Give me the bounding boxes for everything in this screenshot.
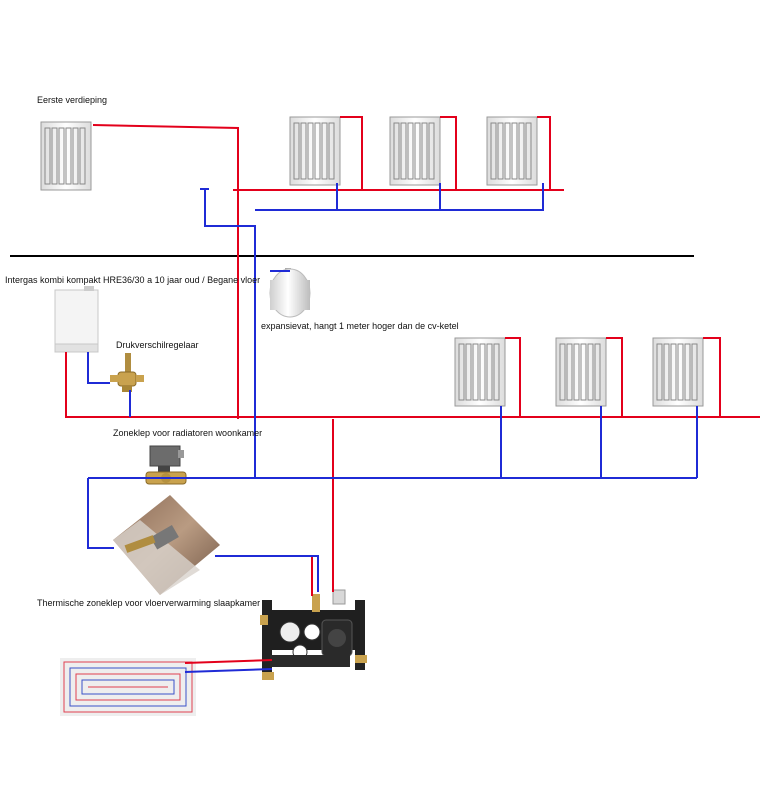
radiator-icon xyxy=(40,121,92,191)
radiator-icon xyxy=(389,116,441,186)
pressure-valve-label: Drukverschilregelaar xyxy=(116,340,199,350)
expansion-vessel-icon xyxy=(269,268,311,318)
return-pipes xyxy=(87,183,698,673)
expansion-vessel-label: expansievat, hangt 1 meter hoger dan de … xyxy=(261,321,459,331)
first-floor-label: Eerste verdieping xyxy=(37,95,108,105)
zone-valve-label: Zoneklep voor radiatoren woonkamer xyxy=(113,428,263,438)
thermal-valve-photo xyxy=(113,495,220,595)
radiator-icon xyxy=(454,337,506,407)
supply-pipes xyxy=(65,116,760,664)
radiator-icon xyxy=(555,337,607,407)
pressure-valve-icon xyxy=(110,353,144,392)
radiator-icon xyxy=(486,116,538,186)
boiler-label: Intergas kombi kompakt HRE36/30 a 10 jaa… xyxy=(5,275,261,285)
radiator-icon xyxy=(652,337,704,407)
mixing-pump-group-icon xyxy=(260,589,367,680)
radiator-icon xyxy=(289,116,341,186)
floor-heating-loop-icon xyxy=(60,658,196,716)
boiler-icon xyxy=(54,286,99,353)
thermal-zone-valve-label: Thermische zoneklep voor vloerverwarming… xyxy=(37,598,261,608)
